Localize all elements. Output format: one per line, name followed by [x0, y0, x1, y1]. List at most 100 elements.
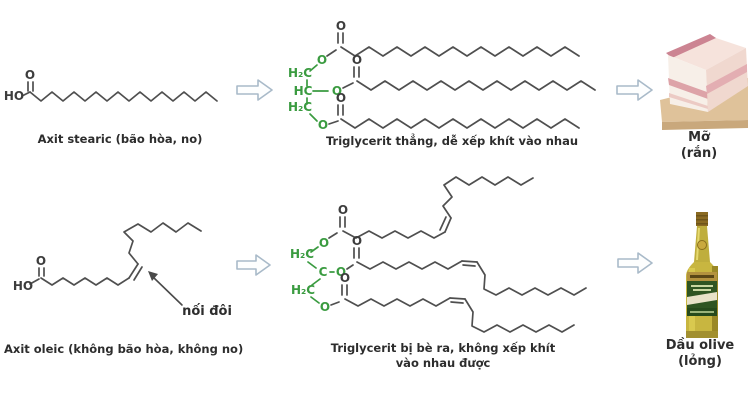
- carbonyl-o-label: O: [336, 91, 346, 105]
- cis-double-bond: [444, 217, 452, 233]
- ester-bond: [326, 49, 337, 57]
- ester-o-top-label: O: [317, 53, 327, 67]
- alkyl-chain-upper: [476, 261, 587, 296]
- double-bond-label: nối đôi: [182, 304, 232, 319]
- ester-bond: [330, 301, 340, 306]
- carbonyl-double-bond: [337, 104, 344, 116]
- alkyl-chain-upper: [442, 176, 534, 219]
- ester-bond: [342, 82, 354, 89]
- ho-carbon-bond: [29, 278, 40, 285]
- bottle-label-gold-text: [690, 275, 714, 278]
- o-label: O: [25, 68, 35, 82]
- carbonyl-o-label: O: [352, 53, 362, 67]
- alkyl-chain: [29, 91, 218, 102]
- lard-front-pink-layer: [668, 78, 708, 99]
- ester-o-mid-label: O: [336, 265, 346, 279]
- alkyl-chain-upper: [464, 298, 575, 333]
- caption-line-2: vào nhau được: [395, 356, 491, 370]
- caption-stearic-acid: Axit stearic (bão hòa, no): [37, 132, 203, 146]
- caption-saturated-triglyceride: Triglycerit thẳng, dễ xếp khít vào nhau: [325, 134, 579, 148]
- caption-unsaturated-triglyceride: Triglycerit bị bè ra, không xếp khít vào…: [303, 341, 583, 371]
- caption-olive-oil-state: (lỏng): [678, 354, 722, 369]
- oleic-acid-structure: O HO nối đôi: [13, 222, 232, 319]
- carbonyl-double-bond: [337, 32, 344, 44]
- annotation-arrow-line: [152, 276, 183, 306]
- alkyl-chain: [340, 46, 580, 57]
- glycerol-bonds: [306, 64, 329, 122]
- bottle-cap-band-2: [696, 219, 708, 221]
- bottle-label-text-line-1: [691, 285, 713, 287]
- double-bond-annotation: nối đôi: [148, 271, 232, 319]
- cis-double-bond: [461, 260, 478, 263]
- arrow-right-4: [617, 252, 653, 274]
- carbonyl-double-bond: [339, 216, 346, 228]
- carbonyl-double-bond: [353, 66, 360, 78]
- h2c-top-label: H₂C: [290, 247, 314, 261]
- caption-line-1: Triglycerit bị bè ra, không xếp khít: [330, 341, 556, 355]
- caption-lard-state: (rắn): [680, 146, 718, 161]
- fatty-acid-chain-2: O: [342, 53, 596, 91]
- caption-olive-oil-name: Dầu olive: [665, 338, 735, 353]
- alkyl-chain: [340, 118, 580, 129]
- carboxyl-double-bond: [27, 81, 34, 92]
- alkyl-chain-upper: [123, 222, 202, 265]
- carbonyl-double-bond: [353, 247, 360, 259]
- ester-o-top-label: O: [319, 236, 329, 250]
- h2c-bottom-label: H₂C: [291, 283, 315, 297]
- bottle-cap-band-3: [696, 223, 708, 225]
- c-mid-label: C: [319, 265, 328, 279]
- alkyl-chain-lower: [342, 230, 446, 239]
- carbonyl-o-label: O: [340, 271, 350, 285]
- fatty-acid-chain-3: O: [328, 91, 580, 129]
- ho-label: HO: [4, 89, 24, 103]
- o-label: O: [36, 254, 46, 268]
- alkyl-chain-lower: [40, 277, 130, 286]
- arrow-icon: [617, 252, 653, 274]
- carboxyl-double-bond: [38, 267, 45, 277]
- arrow-right-2: [616, 79, 653, 101]
- arrow-icon: [236, 79, 273, 101]
- hc-label: HC: [294, 84, 313, 98]
- lard-top-face: [668, 36, 746, 70]
- alkyl-chain-lower: [344, 297, 451, 307]
- ester-bond: [346, 264, 354, 270]
- bottle-base: [686, 331, 718, 338]
- cis-double-bond-inner: [462, 264, 476, 267]
- glycerol-backbone: H₂C C H₂C O O O: [290, 236, 346, 314]
- cis-double-bond: [449, 297, 466, 300]
- arrow-right-1: [236, 79, 273, 101]
- bottle-label-bottom-text: [690, 311, 714, 313]
- carbonyl-o-label: O: [338, 203, 348, 217]
- fatty-acid-chain-1: O: [326, 19, 580, 57]
- lard-front-thin-layer: [669, 93, 708, 109]
- glycerol-bonds: [307, 246, 335, 304]
- glycerol-backbone: H₂C HC H₂C O O O: [288, 53, 342, 132]
- bottle-label-cream-band: [687, 292, 717, 305]
- arrow-icon: [236, 254, 271, 276]
- ester-o-bottom-label: O: [320, 300, 330, 314]
- arrow-right-3: [236, 254, 271, 276]
- lard-right-pink-layer: [706, 64, 747, 94]
- carbonyl-o-label: O: [336, 19, 346, 33]
- wooden-board-edge: [662, 120, 748, 130]
- h2c-top-label: H₂C: [288, 66, 312, 80]
- carbonyl-double-bond: [341, 284, 348, 296]
- carbonyl-o-label: O: [352, 234, 362, 248]
- ester-o-bottom-label: O: [318, 118, 328, 132]
- alkyl-chain-lower: [356, 260, 463, 270]
- bottle-neck-emblem: [697, 240, 707, 250]
- caption-lard-name: Mỡ: [688, 130, 710, 145]
- h2c-bottom-label: H₂C: [288, 100, 312, 114]
- bottle-label-text-line-2: [693, 289, 711, 291]
- arrow-icon: [616, 79, 653, 101]
- fatty-acid-chain-1: O: [328, 176, 534, 239]
- fatty-acid-chain-2: O: [346, 234, 587, 296]
- unsaturated-triglyceride-structure: H₂C C H₂C O O O O O O: [290, 176, 587, 333]
- alkyl-chain: [356, 80, 596, 91]
- ester-bond: [328, 232, 338, 239]
- bottle-cap-band-1: [696, 215, 708, 217]
- fatty-acid-chain-3: O: [330, 271, 575, 333]
- cis-double-bond: [128, 263, 139, 279]
